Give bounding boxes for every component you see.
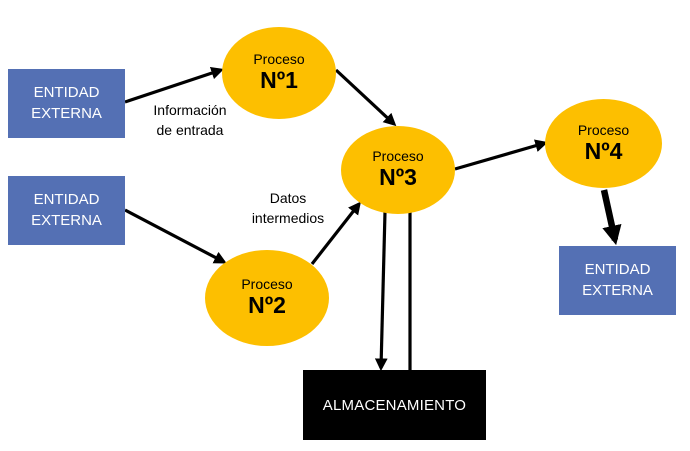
- process-label: Proceso: [372, 148, 424, 165]
- entity-label-line1: ENTIDAD: [584, 261, 651, 279]
- process-label: Proceso: [241, 276, 293, 293]
- process-number: Nº2: [248, 292, 286, 319]
- entity-label-line2: EXTERNA: [31, 104, 102, 122]
- external-entity-3: ENTIDAD EXTERNA: [559, 246, 676, 315]
- entity-label-line2: EXTERNA: [582, 281, 653, 299]
- process-number: Nº4: [584, 137, 623, 164]
- process-label: Proceso: [253, 51, 305, 68]
- process-3: Proceso Nº3: [341, 126, 455, 214]
- arrow-entity1-to-process1: [124, 66, 225, 104]
- data-store: ALMACENAMIENTO: [303, 370, 486, 440]
- entity-label-line1: ENTIDAD: [33, 191, 100, 209]
- external-entity-2: ENTIDAD EXTERNA: [8, 176, 125, 245]
- entity-label-line1: ENTIDAD: [33, 84, 100, 102]
- process-1: Proceso Nº1: [222, 27, 336, 119]
- arrow-process1-to-process3: [334, 68, 397, 127]
- flow-label-line1: Información: [153, 102, 227, 118]
- external-entity-1: ENTIDAD EXTERNA: [8, 69, 125, 138]
- storage-label: ALMACENAMIENTO: [322, 396, 467, 414]
- arrow-process3-to-storage: [374, 211, 388, 372]
- process-2: Proceso Nº2: [205, 250, 329, 346]
- arrow-process2-to-process3: [310, 201, 361, 265]
- arrow-entity2-to-process2: [124, 208, 227, 264]
- flow-label-line2: de entrada: [156, 121, 224, 138]
- flow-label-line1: Datos: [269, 190, 307, 206]
- process-4: Proceso Nº4: [545, 99, 662, 188]
- process-number: Nº1: [260, 67, 298, 94]
- process-number: Nº3: [379, 164, 417, 191]
- flow-label-input: Información de entrada: [140, 101, 240, 140]
- arrow-process3-to-process4: [454, 139, 549, 171]
- arrow-process4-to-entity3: [600, 189, 622, 246]
- flow-label-intermediate: Datos intermedios: [238, 189, 338, 228]
- flow-label-line2: intermedios: [251, 209, 325, 226]
- process-label: Proceso: [577, 121, 630, 138]
- entity-label-line2: EXTERNA: [31, 211, 102, 229]
